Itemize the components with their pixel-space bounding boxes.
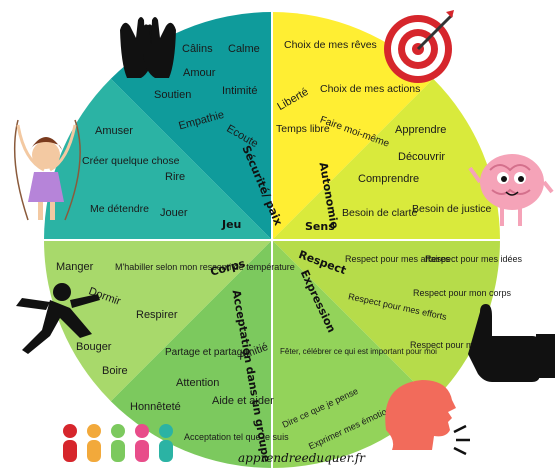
speaking-head-icon [385, 380, 470, 456]
thumbs-up-icon [468, 304, 555, 382]
need-creer: Créer quelque chose [82, 155, 180, 167]
dividers [44, 12, 500, 468]
need-choix-actions: Choix de mes actions [320, 83, 420, 95]
brain-icon [468, 154, 554, 226]
need-jouer: Jouer [160, 207, 188, 219]
needs-jeu: Amuser Créer quelque chose Rire Me déten… [82, 125, 188, 219]
need-decouvrir: Découvrir [398, 151, 445, 163]
people-group-icon [63, 424, 173, 462]
need-temps-libre: Temps libre [276, 123, 330, 135]
wheel-segments [44, 12, 500, 468]
needs-sens: Apprendre Découvrir Comprendre Besoin de… [342, 124, 492, 219]
target-icon [384, 10, 454, 83]
need-amour: Amour [183, 67, 216, 79]
need-amuser: Amuser [95, 125, 133, 137]
need-manger: Manger [56, 261, 94, 273]
need-respect-affaires: Respect pour mes affaires [345, 254, 450, 264]
girl-jump-rope-icon [13, 119, 81, 221]
segment-acceptation [110, 240, 272, 468]
need-boire: Boire [102, 365, 128, 377]
need-detendre: Me détendre [90, 203, 149, 215]
hands-icon [120, 17, 176, 78]
need-aide: Aide et aider [212, 395, 274, 407]
need-calins: Câlins [182, 43, 213, 55]
category-sens: Sens [305, 220, 335, 233]
segment-respect [272, 240, 500, 402]
need-apprendre: Apprendre [395, 124, 446, 136]
need-calme: Calme [228, 43, 260, 55]
segment-jeu [44, 78, 272, 240]
need-respirer: Respirer [136, 309, 178, 321]
needs-corps: Manger M'habiller selon mon ressenti de … [56, 261, 295, 377]
need-respect-idees: Respect pour mes idées [425, 254, 523, 264]
need-respect-essais: Respect pour mes essais [410, 340, 512, 350]
need-intimite: Intimité [222, 85, 257, 97]
need-soutien: Soutien [154, 89, 191, 101]
need-respect-corps: Respect pour mon corps [413, 288, 512, 298]
category-jeu: Jeu [221, 218, 241, 231]
need-comprendre: Comprendre [358, 173, 419, 185]
segment-corps [44, 240, 272, 402]
running-person-icon [16, 283, 100, 354]
footer-site: apprendreeduquer.fr [238, 451, 366, 465]
need-choix-reves: Choix de mes rêves [284, 39, 377, 51]
need-acceptation-tel: Acceptation tel que je suis [184, 432, 289, 442]
need-attention: Attention [176, 377, 219, 389]
need-partage: Partage et partager [165, 347, 252, 358]
need-clarte: Besoin de clarté [342, 207, 417, 219]
need-feter: Fêter, célébrer ce qui est important pou… [280, 347, 437, 356]
segment-sens [272, 78, 500, 240]
need-mhabiller: M'habiller selon mon ressenti de tempéra… [115, 262, 295, 272]
need-bouger: Bouger [76, 341, 112, 353]
need-justice: Besoin de justice [412, 203, 492, 215]
need-rire: Rire [165, 171, 185, 183]
need-honnetete: Honnêteté [130, 401, 181, 413]
needs-acceptation: Partage et partager Amitié Attention Hon… [130, 341, 289, 442]
